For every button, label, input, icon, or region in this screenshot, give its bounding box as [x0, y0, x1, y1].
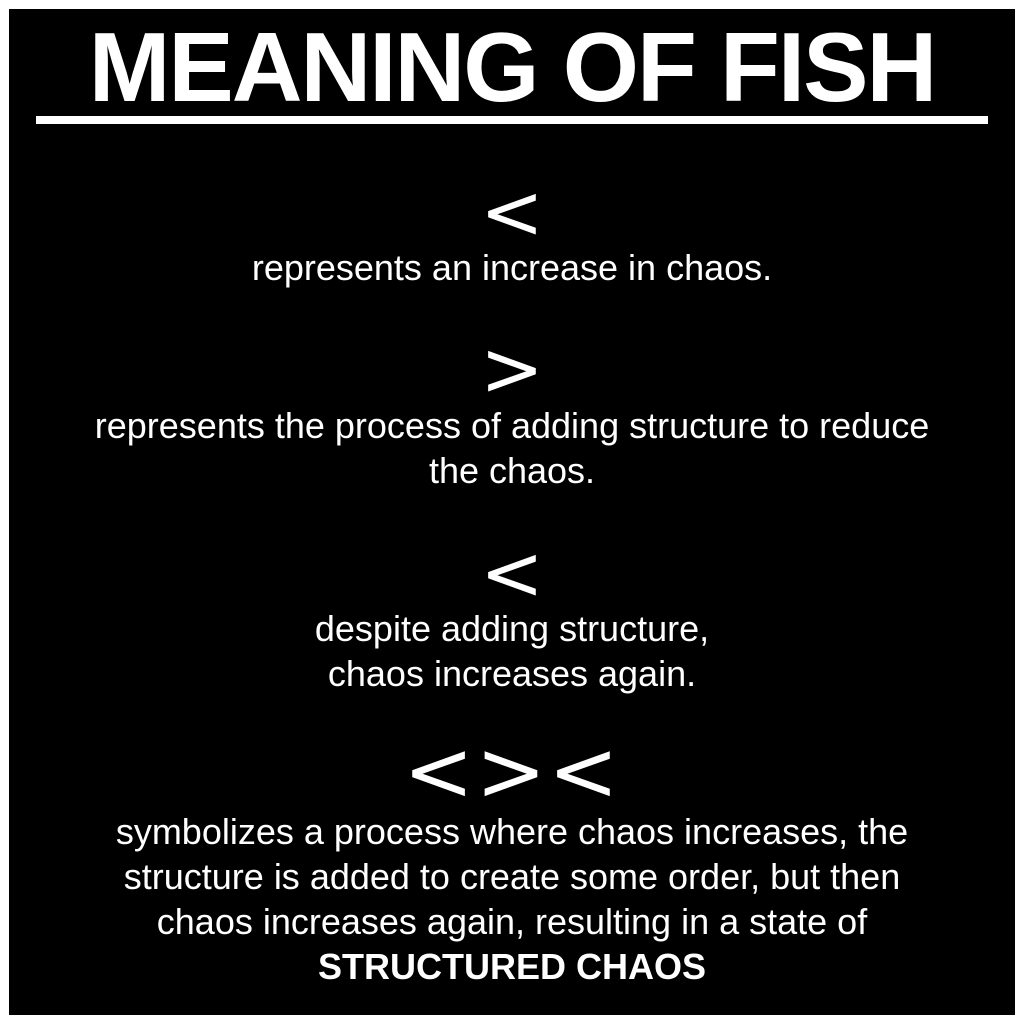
- greater-than-symbol: >: [480, 324, 544, 413]
- section-4-line-2: structure is added to create some order,…: [123, 856, 901, 897]
- section-2-line-2: the chaos.: [428, 450, 596, 491]
- structured-chaos-emphasis: STRUCTURED CHAOS: [317, 946, 706, 987]
- page-title: MEANING OF FISH: [88, 12, 938, 122]
- less-than-symbol: <: [480, 167, 544, 256]
- section-4-line-1: symbolizes a process where chaos increas…: [115, 811, 909, 852]
- section-2-line-1: represents the process of adding structu…: [94, 405, 930, 446]
- less-than-symbol-second: <: [480, 528, 544, 617]
- section-2-text: represents the process of adding structu…: [9, 403, 1015, 493]
- section-4-text: symbolizes a process where chaos increas…: [9, 809, 1015, 989]
- section-3-text: despite adding structure, chaos increase…: [9, 606, 1015, 696]
- section-1-text: represents an increase in chaos.: [9, 245, 1015, 290]
- section-4-line-3: chaos increases again, resulting in a st…: [156, 901, 868, 942]
- title-underline: [36, 116, 988, 124]
- section-1-line-1: represents an increase in chaos.: [251, 247, 773, 288]
- section-3-line-2: chaos increases again.: [327, 653, 697, 694]
- section-3-line-1: despite adding structure,: [314, 608, 710, 649]
- poster: MEANING OF FISH < represents an increase…: [9, 9, 1015, 1015]
- fish-symbol: <><: [403, 722, 621, 820]
